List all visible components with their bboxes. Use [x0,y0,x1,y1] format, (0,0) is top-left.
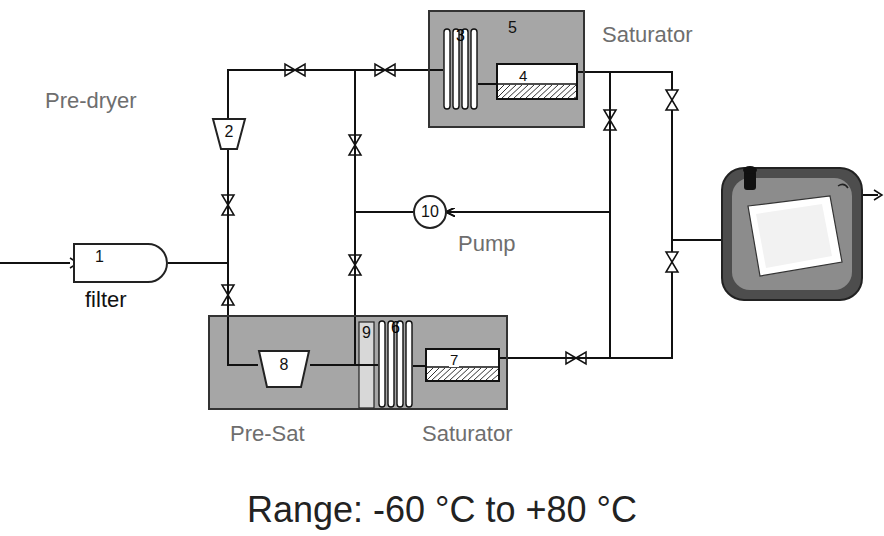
pipe-connector [447,212,610,358]
pipe-connector [478,83,496,85]
range-caption: Range: -60 °C to +80 °C [247,492,637,528]
inlet-pipe [0,262,70,264]
part-name: Saturator [422,423,513,445]
part-name: filter [85,289,127,311]
callout-number: 4 [518,68,528,83]
pipe-connector [168,263,258,365]
d-outline [73,243,168,283]
exhaust-pipe [862,194,878,196]
callout-number: 2 [225,124,234,140]
callout-number: 9 [362,325,371,341]
callout-number: 6 [391,320,400,336]
part-name: Pump [458,233,515,255]
part-name: Pre-dryer [45,90,137,112]
presat-housing: Pre-SatSaturator867 [208,315,508,410]
presat-housing-fill [208,315,508,410]
pipe-connector [228,70,443,118]
pump-unit: 10Pump [413,195,447,229]
callout-number: 7 [449,352,459,367]
valve-symbol [666,90,678,110]
pipe-connector [413,365,425,367]
saturator-bath: 7 [425,348,500,382]
callout-number: 3 [456,28,465,44]
bath-outline [425,348,500,382]
callout-number: 5 [508,20,517,36]
test-chamber [722,166,862,300]
bath-outline [496,63,578,100]
saturator-housing: Saturator534 [428,10,585,128]
saturator-bath: 4 [496,63,578,100]
valve-symbol [666,252,678,272]
filter-unit: 1filter [73,243,168,283]
pipe-connector [168,150,228,263]
outlet-pipe [610,72,672,358]
callout-number: 1 [95,249,104,265]
saturator-housing-fill [428,10,585,128]
pipe-connector [310,364,378,366]
chamber-pipe [672,239,722,241]
callout-number: 8 [280,357,289,373]
exhaust-arrow [874,190,882,200]
callout-number: 10 [421,204,439,220]
part-name: Pre-Sat [230,423,305,445]
part-name: Saturator [602,24,693,46]
heat-exchanger-coil: 6 [378,320,413,408]
heat-exchanger-coil: 3 [443,28,478,110]
presaturator-unit: 8 [258,350,310,388]
valves [222,64,678,364]
predryer-unit: Pre-dryer2 [212,118,246,150]
